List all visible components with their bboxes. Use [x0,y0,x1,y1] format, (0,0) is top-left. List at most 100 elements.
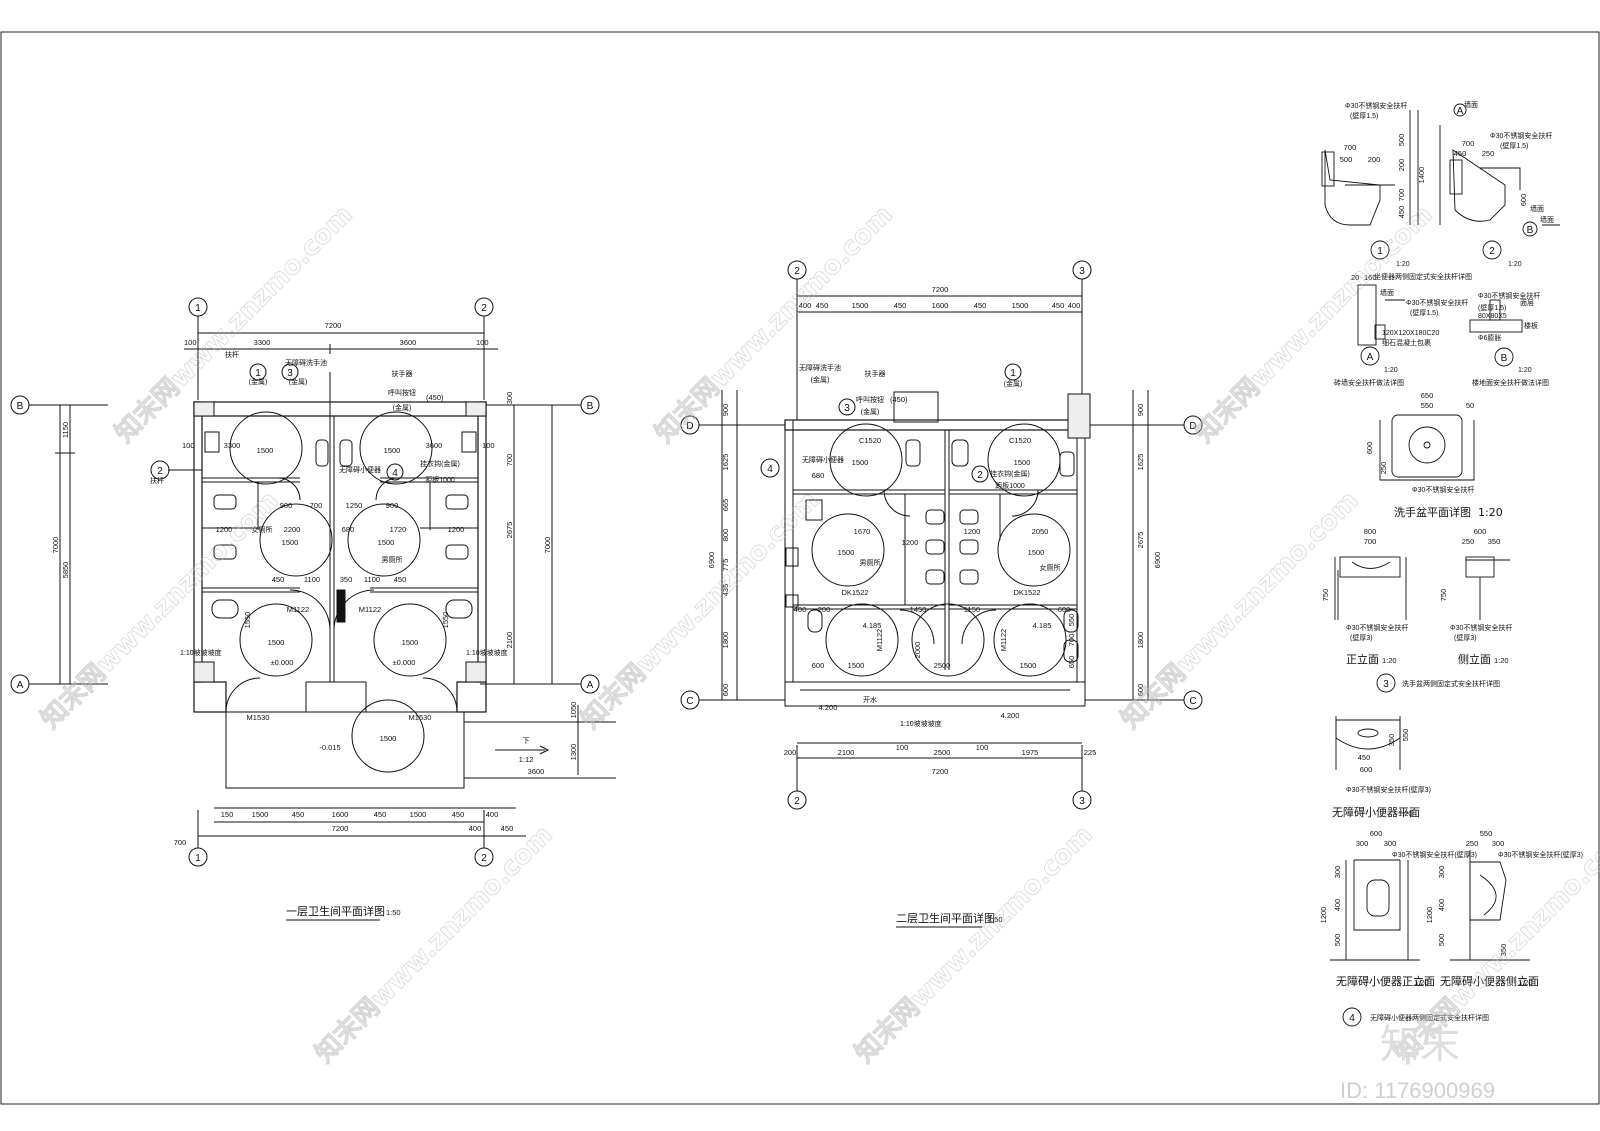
sf-dim-left-1625: 1625 [721,454,730,471]
ff-callout-1: 1 [255,368,261,379]
ff-label-height: 距板1000 [425,475,455,484]
sf-dim-left-800: 800 [721,529,730,542]
ff-dim-3600: 3600 [400,338,417,347]
sf-dim-right-1800: 1800 [1136,632,1145,649]
sf-axis-D-label-right: D [1189,421,1196,432]
urinal-front-600: 600 [1370,829,1383,838]
basin-elev-rail-b2: (壁厚3) [1454,633,1477,642]
sf-level-d: 4.200 [1001,711,1020,720]
ff-dim-bottom-7200: 7200 [332,824,349,833]
detail-B-plate: 80X80X5 [1478,313,1507,320]
brand-logo: 知末 [1380,1022,1460,1068]
basin-elev-800: 800 [1364,527,1377,536]
ff-inner-1200a: 1200 [216,525,233,534]
ff-door-M1530-a: M1530 [247,713,270,722]
sf-label-call-button: 呼叫按钮 [856,395,884,404]
sf-dim-top-400a: 400 [799,301,812,310]
detail-A-block: 120X120X180C20 [1382,330,1439,337]
basin-elev-750a: 750 [1321,589,1330,602]
sf-inner-1500e: 1500 [848,661,865,670]
ff-label-accessible-basin: 无障碍洗手池 [285,358,327,367]
ff-inner-450-call: (450) [426,393,444,402]
urinal-front-caption: 无障碍小便器正立面 [1336,974,1435,988]
sf-dim-right-600: 600 [1136,684,1145,697]
detail-1-500: 500 [1340,155,1353,164]
ff-dim-bottom-450d: 450 [501,824,514,833]
ff-ramp-length: 3600 [528,767,545,776]
axis-C-right [1085,690,1203,710]
urinal-front-300b: 300 [1384,839,1397,848]
axis-D-right [1085,415,1203,435]
detail-1-450v: 450 [1397,206,1406,219]
sf-door-DK1522-b: DK1522 [1013,588,1040,597]
urinal-side-caption: 无障碍小便器侧立面 [1440,974,1539,988]
sf-callout-4: 4 [767,464,773,475]
basin-plan-scale: 1:20 [1478,506,1503,519]
detail-4-num: 4 [1349,1013,1355,1024]
sf-dim-bottom-100a: 100 [896,743,909,752]
urinal-front-300v: 300 [1333,866,1342,879]
ff-dim-left-5850: 5850 [61,562,70,579]
sf-door-DK1522-a: DK1522 [841,588,868,597]
sf-room-men: 男厕所 [860,558,881,567]
detail-1-wall: 墙面 [1464,100,1478,109]
detail-2-450: 450 [1454,149,1467,158]
sf-dim-top-1600: 1600 [932,301,949,310]
ff-dim-bottom-1500b: 1500 [410,810,427,819]
ff-dim-right-2675: 2675 [505,522,514,539]
ff-dim-bottom-1500a: 1500 [252,810,269,819]
ff-inner-2200: 2200 [284,525,301,534]
sf-inner-2500: 2500 [934,661,951,670]
axis-D-left [680,415,785,435]
sf-dim-top-1500b: 1500 [1012,301,1029,310]
ff-door-M1122-a: M1122 [287,605,309,614]
ff-inner-3300: 3300 [224,441,241,450]
sf-dim-top-7200: 7200 [932,285,949,294]
basin-elev-750b: 750 [1439,589,1448,602]
ff-door-M1530-b: M1530 [409,713,432,722]
basin-plan-650: 650 [1421,391,1434,400]
ff-dim-right-2100: 2100 [505,632,514,649]
sf-dim-left-6900: 6900 [707,552,716,569]
ff-dim-total-top: 7200 [325,321,342,330]
ff-inner-700: 700 [310,501,323,510]
ff-label-call-button: 呼叫按钮 [388,388,416,397]
ff-circle-1500-g: 1500 [380,734,397,743]
sf-label-metal-2: (金属) [861,407,880,416]
basin-elev-350: 350 [1488,537,1501,546]
ff-label-metal-1: (金属) [249,377,268,386]
detail-A-rail-b: (壁厚1.5) [1410,308,1438,317]
ff-axis-B-label: B [17,401,24,412]
detail-A-160: 160 [1364,273,1377,282]
ff-inner-100a: 100 [182,441,195,450]
ff-inner-1200b: 1200 [448,525,465,534]
ff-callout-3: 3 [287,368,293,379]
urinal-side-250: 250 [1466,839,1479,848]
detail-A-caption: 砖墙安全扶杆做法详图 [1334,378,1404,387]
first-floor-title: 一层卫生间平面详图 [286,904,385,918]
axis-3-bottom [1072,745,1092,810]
ff-slope-2: 1:10坡坡坡度 [466,648,508,657]
urinal-side-scale: 1:20 [1518,978,1533,987]
urinal-plan-550: 550 [1401,729,1410,742]
ff-inner-900a: 900 [280,501,293,510]
second-floor-text: 2 3 D D C C 2 3 7200 400 450 1500 450 16… [686,266,1197,928]
urinal-plan-450: 450 [1358,753,1371,762]
urinal-side-rail: Φ30不锈钢安全扶杆(壁厚3) [1498,850,1583,859]
ff-axis-2-label: 2 [481,303,487,314]
sf-door-M1122-a: M1122 [875,629,884,651]
sf-label-metal-1: (金属) [811,375,830,384]
detail-2-scale: 1:20 [1508,261,1522,268]
ff-inner-900b: 900 [386,501,399,510]
axis-B-right [480,395,600,415]
detail-B-finish: 面层 [1520,299,1534,307]
sf-inner-600a: 600 [1058,605,1071,614]
sheet-border [0,31,1600,1105]
detail-A-marker: A [1457,106,1464,117]
sf-circle-1500-b: 1500 [1014,458,1031,467]
ff-room-men: 男厕所 [382,555,403,564]
sf-dim-right-900: 900 [1136,404,1145,417]
ff-inner-1720: 1720 [390,525,407,534]
detail-12-caption: 坐便器两侧固定式安全扶杆详图 [1374,272,1472,281]
ff-inner-450a: 450 [272,575,285,584]
